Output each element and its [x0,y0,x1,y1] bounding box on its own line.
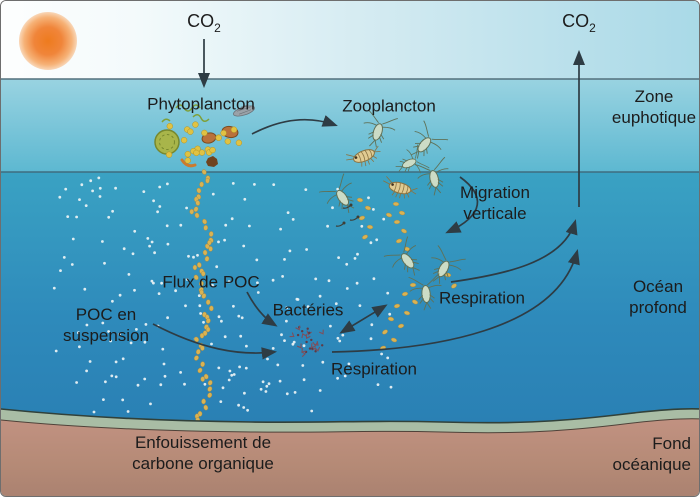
respiration-bacteria-arrow [331,249,580,353]
bacteries-label: Bactéries [272,300,344,320]
bacteria-zooplankton-arrow [339,304,388,334]
bacteria-cluster-icon [289,325,324,358]
phyto-to-zoo-arrow [251,115,338,135]
sun-icon [19,12,77,70]
zooplancton-label: Zooplancton [342,96,436,116]
euphotic-zone [1,79,699,172]
seafloor [1,407,699,496]
fecal-pellets-deep [379,272,457,351]
phytoplankton-cluster-icon [154,104,255,168]
poc-suspension-arrow [152,323,278,360]
poc-white-particles [52,176,393,414]
respiration-zooplancton-label: Respiration [439,288,525,308]
flux-poc-arrow [246,291,278,327]
co2-label-left: CO2 [187,11,221,35]
fecal-pellets-euphotic [356,197,411,252]
phytoplancton-label: Phytoplancton [147,94,255,114]
migration-arrow [445,176,479,234]
respiration-deep-arrow [450,219,578,283]
respiration-bacteries-label: Respiration [331,359,417,379]
poc-sinking-particles [189,169,214,432]
zooplankton-cluster-icon [318,108,454,227]
co2-label-right: CO2 [562,11,596,35]
atmosphere-zone [1,1,699,79]
flux-de-poc-label: Flux de POC [162,272,260,292]
arrows [152,39,586,360]
